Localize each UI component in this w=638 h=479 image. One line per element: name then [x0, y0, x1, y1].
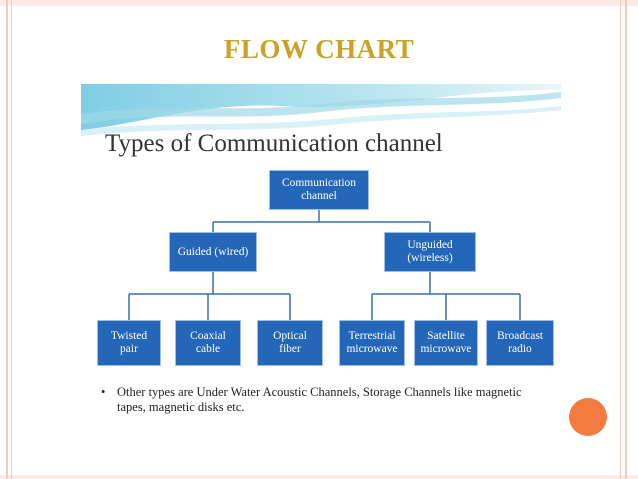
slide-left-rule: [6, 0, 8, 479]
decorative-orange-circle: [569, 398, 607, 436]
slide-bottom-band: [0, 475, 638, 479]
diagram-note: • Other types are Under Water Acoustic C…: [101, 385, 541, 415]
node-broadcast-radio: Broadcast radio: [486, 320, 554, 366]
node-satellite-microwave: Satellite microwave: [414, 320, 478, 366]
wave-header-graphic: [81, 84, 561, 144]
slide-title: FLOW CHART: [223, 34, 415, 64]
node-coaxial-cable: Coaxial cable: [175, 320, 241, 366]
node-optical-fiber: Optical fiber: [257, 320, 323, 366]
slide-left-rule-inner: [11, 0, 12, 479]
slide-right-rule-inner: [620, 0, 621, 479]
node-communication-channel: Communication channel: [269, 170, 369, 210]
tree-connectors: [128, 210, 521, 320]
diagram-heading: Types of Communication channel: [105, 130, 443, 157]
node-twisted-pair: Twisted pair: [97, 320, 161, 366]
node-terrestrial-microwave: Terrestrial microwave: [339, 320, 405, 366]
node-guided: Guided (wired): [169, 232, 257, 272]
diagram-picture: Types of Communication channel Communica…: [81, 84, 561, 446]
note-text: Other types are Under Water Acoustic Cha…: [117, 385, 522, 414]
slide-right-rule: [625, 0, 627, 479]
node-unguided: Unguided (wireless): [384, 232, 476, 272]
bullet-icon: •: [101, 385, 106, 399]
slide-top-band: [0, 0, 638, 6]
